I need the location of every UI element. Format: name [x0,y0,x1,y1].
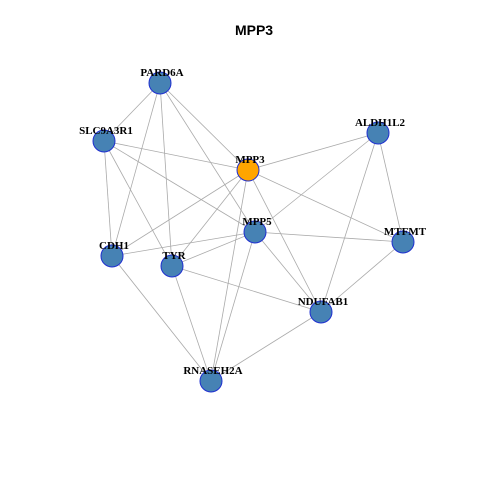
edge-mpp5-tyr [171,231,256,267]
edge-mpp3-tyr [171,169,249,267]
node-label-rnaseh2a: RNASEH2A [183,365,242,377]
node-label-ndufab1: NDUFAB1 [298,296,349,308]
edge-mpp5-rnaseh2a [210,231,256,382]
edge-aldh1l2-mtfmt [377,132,404,243]
edge-slc9a3r1-mpp5 [103,140,256,233]
edge-slc9a3r1-tyr [103,140,173,267]
edge-cdh1-rnaseh2a [111,255,212,382]
edge-mpp3-rnaseh2a [210,169,249,382]
node-label-mpp5: MPP5 [242,216,272,228]
edge-tyr-rnaseh2a [171,265,212,382]
edge-mpp3-aldh1l2 [247,132,379,171]
node-label-pard6a: PARD6A [140,67,183,79]
edge-aldh1l2-ndufab1 [320,132,379,313]
node-slc9a3r1 [92,129,116,153]
edge-mpp3-cdh1 [111,169,249,257]
edge-mpp3-mtfmt [247,169,404,243]
node-layer [92,71,415,393]
edge-pard6a-mpp3 [159,82,249,171]
node-aldh1l2 [366,121,390,145]
node-label-cdh1: CDH1 [99,240,129,252]
edge-pard6a-slc9a3r1 [103,82,161,142]
node-cdh1 [100,244,124,268]
node-mtfmt [391,230,415,254]
node-label-mtfmt: MTFMT [384,226,427,238]
edge-aldh1l2-mpp5 [254,132,379,233]
edge-pard6a-mpp5 [159,82,256,233]
edge-mtfmt-ndufab1 [320,241,404,313]
node-rnaseh2a [199,369,223,393]
node-tyr [160,254,184,278]
node-label-slc9a3r1: SLC9A3R1 [79,125,133,137]
edge-ndufab1-rnaseh2a [210,311,322,382]
edge-slc9a3r1-mpp3 [103,140,249,171]
node-mpp3 [236,158,260,182]
node-label-aldh1l2: ALDH1L2 [355,117,406,129]
edge-mpp5-cdh1 [111,231,256,257]
edge-mpp3-ndufab1 [247,169,322,313]
diagram-title: MPP3 [235,22,273,38]
node-mpp5 [243,220,267,244]
edge-tyr-ndufab1 [171,265,322,313]
edge-slc9a3r1-cdh1 [103,140,113,257]
edge-mpp5-ndufab1 [254,231,322,313]
edge-pard6a-tyr [159,82,173,267]
edge-mpp5-mtfmt [254,231,404,243]
node-ndufab1 [309,300,333,324]
node-pard6a [148,71,172,95]
edge-pard6a-cdh1 [111,82,161,257]
node-label-mpp3: MPP3 [235,154,265,166]
node-label-tyr: TYR [162,250,186,262]
edge-layer [103,82,404,382]
